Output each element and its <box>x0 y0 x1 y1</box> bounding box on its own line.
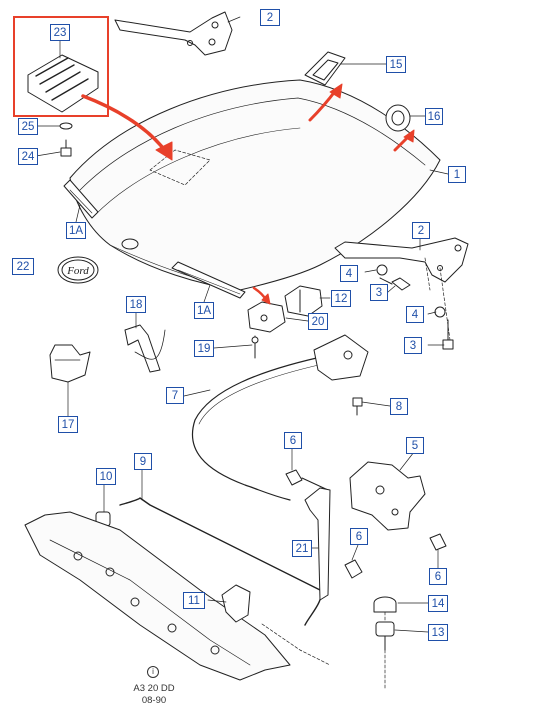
callout-10[interactable]: 10 <box>96 468 116 485</box>
callout-1[interactable]: 1 <box>448 166 466 183</box>
bumper-16 <box>385 104 411 132</box>
callout-21[interactable]: 21 <box>292 540 312 557</box>
insulation-pad <box>27 54 99 113</box>
footer-code: A3 20 DD <box>133 683 175 694</box>
callout-5[interactable]: 5 <box>406 437 424 454</box>
callout-6-lower[interactable]: 6 <box>429 568 447 585</box>
bolt-6a <box>285 469 329 491</box>
callout-17[interactable]: 17 <box>58 416 78 433</box>
callout-6-middle[interactable]: 6 <box>350 528 368 545</box>
bracket-21 <box>304 487 331 601</box>
grommet-15 <box>304 51 346 86</box>
callout-23[interactable]: 23 <box>50 24 70 41</box>
adjuster-13 <box>375 621 395 651</box>
callout-1a-front[interactable]: 1A <box>194 302 214 319</box>
callout-7[interactable]: 7 <box>166 387 184 404</box>
lock-component-12 <box>284 285 323 317</box>
hood-seal-left <box>63 179 99 219</box>
info-icon: i <box>147 666 159 678</box>
bracket-20 <box>247 301 286 333</box>
callout-19[interactable]: 19 <box>194 340 214 357</box>
pin-19 <box>251 335 259 359</box>
bolt-24 <box>60 139 72 157</box>
bolt-8 <box>352 397 363 416</box>
callout-22[interactable]: 22 <box>12 258 34 275</box>
callout-25[interactable]: 25 <box>18 118 38 135</box>
release-cable <box>191 334 369 501</box>
clip-11 <box>221 584 251 623</box>
callout-3-lower[interactable]: 3 <box>404 337 422 354</box>
footer-symbol: i <box>140 666 166 678</box>
callout-24[interactable]: 24 <box>18 148 38 165</box>
callout-20[interactable]: 20 <box>308 313 328 330</box>
callout-8[interactable]: 8 <box>390 398 408 415</box>
callout-14[interactable]: 14 <box>428 595 448 612</box>
hood-latch <box>349 461 426 531</box>
callout-16[interactable]: 16 <box>425 108 443 125</box>
highlight-pad-23 <box>13 16 109 117</box>
ford-badge <box>57 256 99 284</box>
hood-seal-front <box>171 261 246 299</box>
hood-panel <box>69 79 441 291</box>
clip-18 <box>124 324 166 373</box>
callout-9[interactable]: 9 <box>134 453 152 470</box>
washer-4a <box>376 264 388 276</box>
callout-15[interactable]: 15 <box>386 56 406 73</box>
callout-4-lower[interactable]: 4 <box>406 306 424 323</box>
callout-3-upper[interactable]: 3 <box>370 284 388 301</box>
hinge-top <box>114 11 233 56</box>
callout-13[interactable]: 13 <box>428 624 448 641</box>
bolt-3a <box>379 277 411 291</box>
ford-badge-text: Ford <box>66 265 89 277</box>
callout-6-upper[interactable]: 6 <box>284 432 302 449</box>
red-arrow-pad <box>81 94 168 154</box>
washer-25 <box>59 122 73 130</box>
callout-2-right[interactable]: 2 <box>412 222 430 239</box>
callout-1a-left[interactable]: 1A <box>66 222 86 239</box>
footer-date: 08-90 <box>141 695 167 706</box>
washer-4b <box>434 306 446 318</box>
hinge-right <box>334 237 469 283</box>
clip-17 <box>49 344 91 383</box>
callout-12[interactable]: 12 <box>331 290 351 307</box>
callout-11[interactable]: 11 <box>183 592 205 609</box>
bolt-6c <box>429 533 447 551</box>
callout-18[interactable]: 18 <box>126 296 146 313</box>
bumper-14 <box>373 596 397 613</box>
red-arrow-pad-head <box>155 141 173 161</box>
callout-2-top[interactable]: 2 <box>260 9 280 26</box>
support-rod <box>119 497 322 626</box>
front-cross-member <box>24 511 291 681</box>
bolt-6b <box>344 559 363 579</box>
leader-lines <box>35 16 449 633</box>
callout-4-upper[interactable]: 4 <box>340 265 358 282</box>
